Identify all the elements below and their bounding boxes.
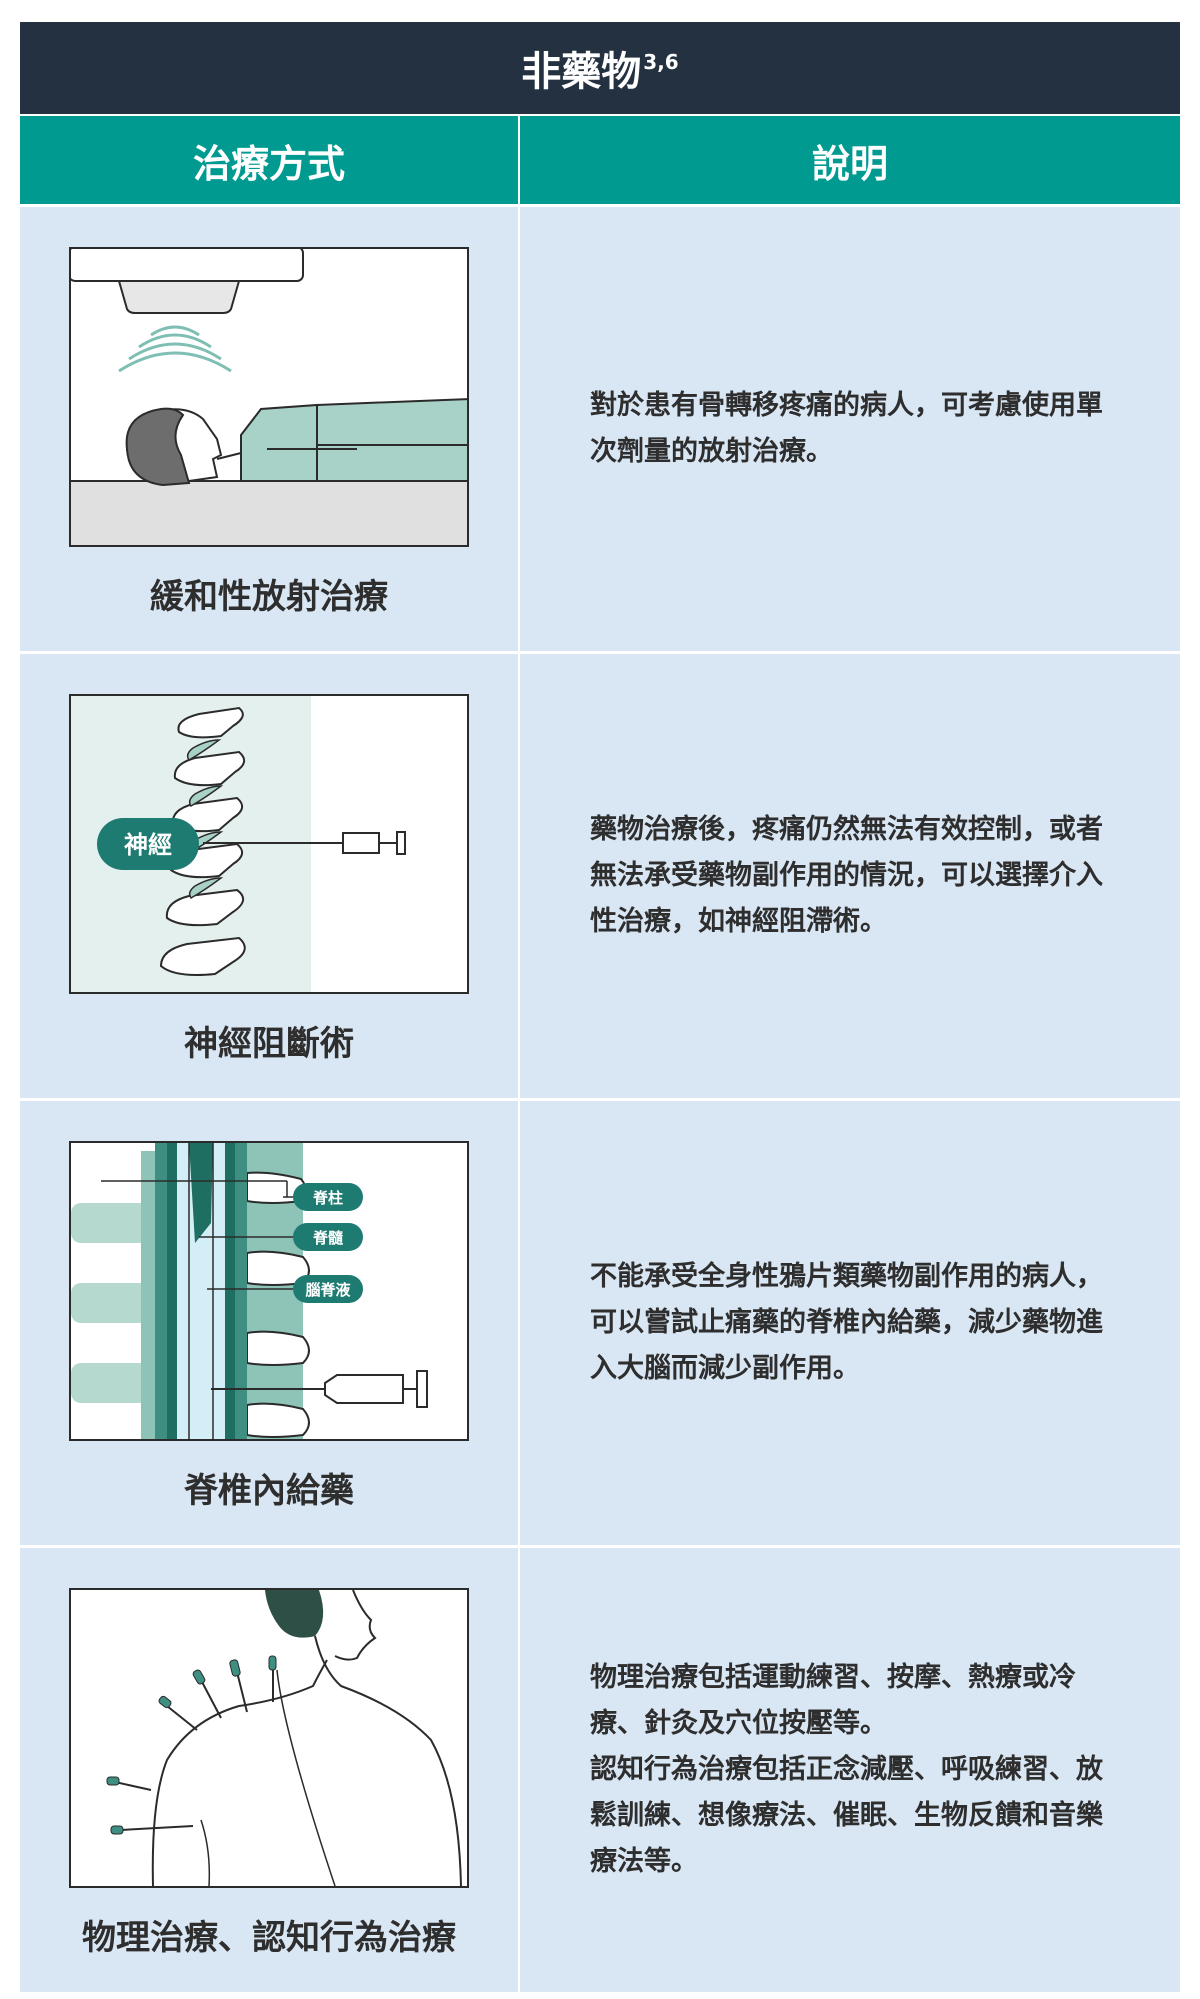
method-name: 脊椎內給藥 — [184, 1471, 354, 1511]
description-text: 藥物治療後，疼痛仍然無法有效控制，或者無法承受藥物副作用的情況，可以選擇介入性治… — [590, 807, 1110, 945]
column-header-description: 說明 — [811, 141, 888, 186]
intrathecal-illustration: 脊柱 脊髓 腦脊液 — [69, 1141, 469, 1441]
description-cell: 對於患有骨轉移疼痛的病人，可考慮使用單次劑量的放射治療。 — [520, 207, 1180, 651]
description-paragraph: 認知行為治療包括正念減壓、呼吸練習、放鬆訓練、想像療法、催眠、生物反饋和音樂療法… — [590, 1754, 1103, 1877]
description-paragraph: 物理治療包括運動練習、按摩、熱療或冷療、針灸及穴位按壓等。 — [590, 1662, 1076, 1739]
table-row: 物理治療、認知行為治療 物理治療包括運動練習、按摩、熱療或冷療、針灸及穴位按壓等… — [20, 1545, 1180, 1992]
description-cell: 不能承受全身性鴉片類藥物副作用的病人，可以嘗試止痛藥的脊椎內給藥，減少藥物進入大… — [520, 1101, 1180, 1545]
method-cell: 神經 神經阻斷術 — [20, 654, 520, 1098]
column-header-row: 治療方式 說明 — [20, 114, 1180, 204]
description-text: 物理治療包括運動練習、按摩、熱療或冷療、針灸及穴位按壓等。 認知行為治療包括正念… — [590, 1655, 1110, 1885]
spinal-cord-label: 脊髓 — [312, 1229, 344, 1247]
method-cell: 脊柱 脊髓 腦脊液 脊椎內給藥 — [20, 1101, 520, 1545]
description-text: 不能承受全身性鴉片類藥物副作用的病人，可以嘗試止痛藥的脊椎內給藥，減少藥物進入大… — [590, 1254, 1110, 1392]
table-row: 脊柱 脊髓 腦脊液 脊椎內給藥 不能承受全身性鴉片類藥物副作用的病人，可以嘗試止… — [20, 1098, 1180, 1545]
nerve-label: 神經 — [124, 831, 172, 859]
radiotherapy-illustration — [69, 247, 469, 547]
column-header-method: 治療方式 — [20, 116, 520, 204]
description-paragraph: 不能承受全身性鴉片類藥物副作用的病人，可以嘗試止痛藥的脊椎內給藥，減少藥物進入大… — [590, 1261, 1103, 1384]
description-text: 對於患有骨轉移疼痛的病人，可考慮使用單次劑量的放射治療。 — [590, 383, 1110, 475]
nerve-block-illustration: 神經 — [69, 694, 469, 994]
description-paragraph: 藥物治療後，疼痛仍然無法有效控制，或者無法承受藥物副作用的情況，可以選擇介入性治… — [590, 814, 1103, 937]
title-text: 非藥物 — [521, 49, 642, 95]
title-superscript: 3,6 — [643, 50, 679, 74]
table-row: 神經 神經阻斷術 藥物治療後，疼痛仍然無法有效控制，或者無法承受藥物副作用的情況… — [20, 651, 1180, 1098]
description-cell: 物理治療包括運動練習、按摩、熱療或冷療、針灸及穴位按壓等。 認知行為治療包括正念… — [520, 1548, 1180, 1992]
intrathecal-drawing: 脊柱 脊髓 腦脊液 — [71, 1143, 428, 1439]
method-cell: 緩和性放射治療 — [20, 207, 520, 651]
csf-label: 腦脊液 — [305, 1281, 351, 1299]
method-cell: 物理治療、認知行為治療 — [20, 1548, 520, 1992]
method-name: 神經阻斷術 — [184, 1024, 354, 1064]
nerve-block-drawing: 神經 — [71, 696, 406, 992]
physio-illustration — [69, 1588, 469, 1888]
physio-drawing — [106, 1590, 462, 1886]
radiotherapy-drawing — [71, 249, 467, 545]
description-paragraph: 對於患有骨轉移疼痛的病人，可考慮使用單次劑量的放射治療。 — [590, 390, 1103, 467]
method-name: 物理治療、認知行為治療 — [82, 1918, 456, 1958]
method-name: 緩和性放射治療 — [150, 577, 388, 617]
table-row: 緩和性放射治療 對於患有骨轉移疼痛的病人，可考慮使用單次劑量的放射治療。 — [20, 204, 1180, 651]
description-cell: 藥物治療後，疼痛仍然無法有效控制，或者無法承受藥物副作用的情況，可以選擇介入性治… — [520, 654, 1180, 1098]
spine-label: 脊柱 — [312, 1189, 343, 1207]
